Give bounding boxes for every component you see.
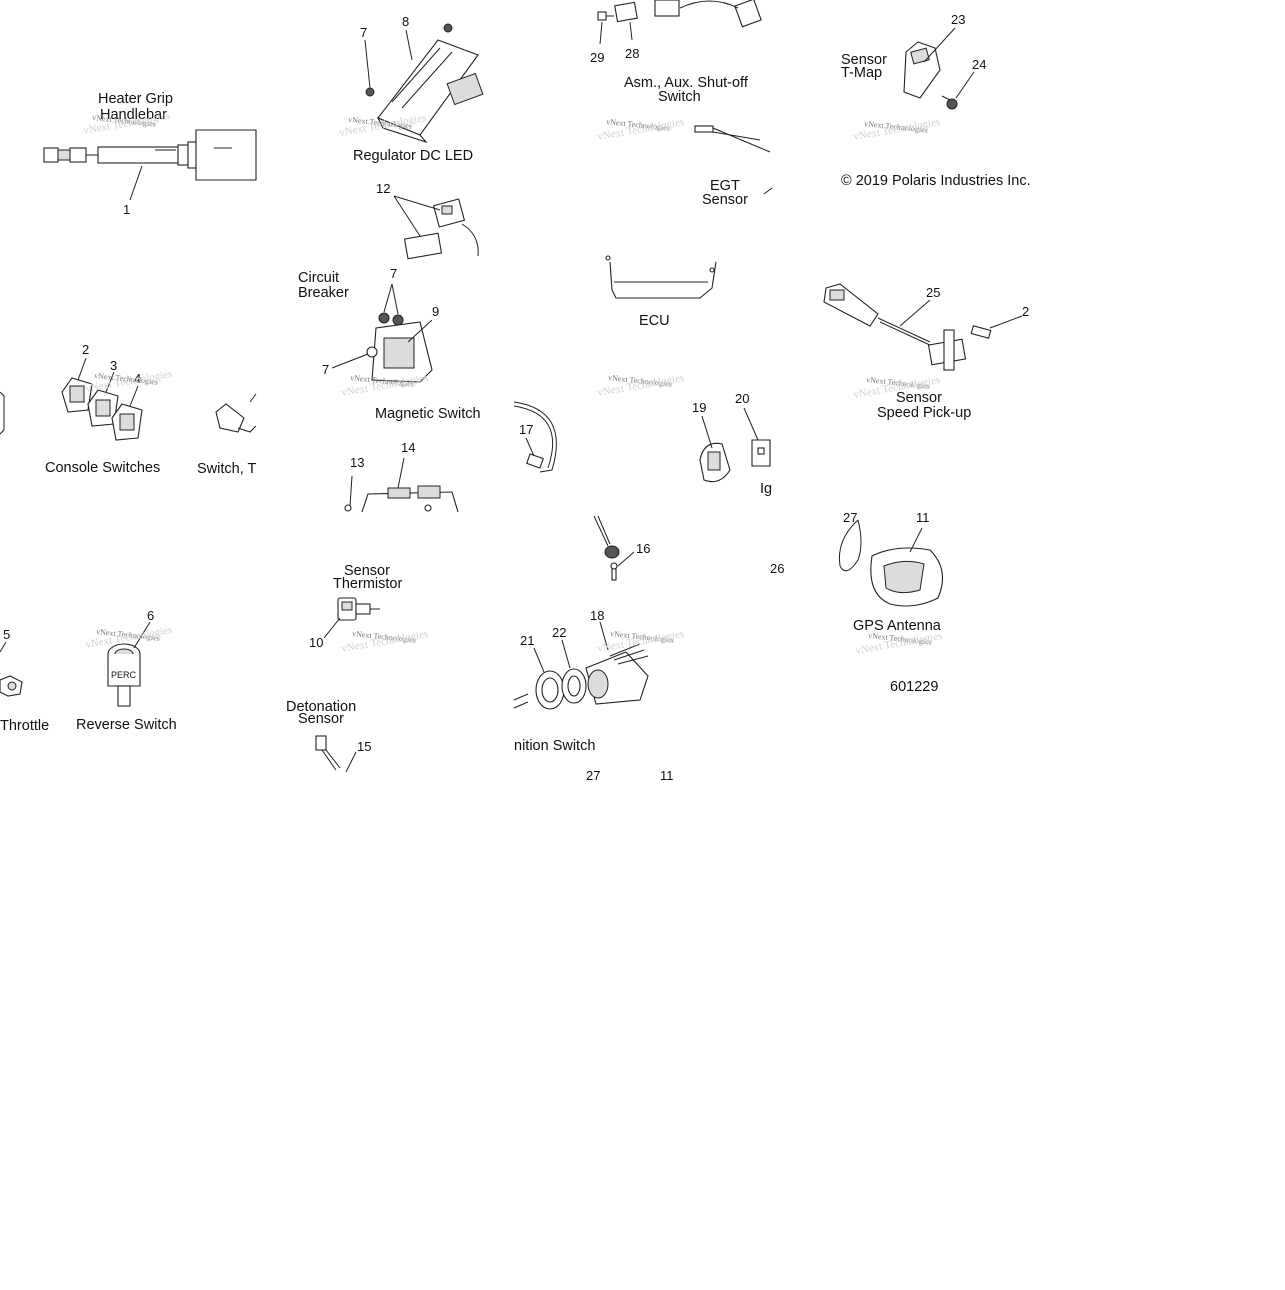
ecu-label: ECU <box>639 313 670 329</box>
sensor-part-16 <box>593 515 635 581</box>
circuit-breaker-label-2: Breaker <box>298 285 349 301</box>
callout-2b: 2 <box>1022 304 1029 319</box>
callout-27b: 27 <box>586 768 600 783</box>
callout-22: 22 <box>552 625 566 640</box>
callout-9: 9 <box>432 304 439 319</box>
thermistor-label-2: Thermistor <box>333 576 402 592</box>
switch-t-part <box>215 393 257 433</box>
callout-26: 26 <box>770 561 784 576</box>
callout-6: 6 <box>147 608 154 623</box>
callout-16: 16 <box>636 541 650 556</box>
callout-15: 15 <box>357 739 371 754</box>
callout-25: 25 <box>926 285 940 300</box>
ignition-switch-label: nition Switch <box>514 738 595 754</box>
watermarks: vNext Technologies vNext Technologies vN… <box>82 110 943 657</box>
aux-shutoff-label-2: Switch <box>658 89 701 105</box>
callout-24: 24 <box>972 57 986 72</box>
magnetic-switch-label: Magnetic Switch <box>375 406 481 422</box>
ecu-part <box>605 255 717 299</box>
callout-28: 28 <box>625 46 639 61</box>
callout-7a: 7 <box>360 25 367 40</box>
handlebar-label: Handlebar <box>100 107 167 123</box>
egt-label-1: EGT <box>710 178 740 194</box>
thermistor-part <box>323 597 380 639</box>
callout-20: 20 <box>735 391 749 406</box>
callout-7c: 7 <box>322 362 329 377</box>
sensor-tmap-label-2: T-Map <box>841 65 882 81</box>
ignition-switch-part <box>513 621 649 710</box>
callout-23: 23 <box>951 12 965 27</box>
connector-part-12 <box>393 195 479 260</box>
gps-antenna-label: GPS Antenna <box>853 618 942 634</box>
diagram-id: 601229 <box>890 679 938 695</box>
callout-14: 14 <box>401 440 415 455</box>
sensor-tmap-label-1: Sensor <box>841 52 887 68</box>
throttle-label: Throttle <box>0 718 49 734</box>
callout-7b: 7 <box>390 266 397 281</box>
speed-pickup-part <box>823 283 1023 371</box>
regulator-part <box>364 23 484 144</box>
ignition-key-part <box>699 407 771 483</box>
switch-t-label: Switch, T <box>197 461 257 477</box>
throttle-part <box>0 641 23 697</box>
callout-1: 1 <box>123 202 130 217</box>
copyright-text: © 2019 Polaris Industries Inc. <box>841 173 1031 189</box>
detonation-label-2: Sensor <box>298 711 344 727</box>
heater-grip-part <box>43 129 257 201</box>
callout-4: 4 <box>134 371 141 386</box>
callout-12: 12 <box>376 181 390 196</box>
detonation-label-1: Detonation <box>286 699 356 715</box>
callout-5: 5 <box>3 627 10 642</box>
circuit-breaker-label-1: Circuit <box>298 270 339 286</box>
reverse-switch-label: Reverse Switch <box>76 717 177 733</box>
aux-shutoff-label-1: Asm., Aux. Shut-off <box>624 75 749 91</box>
callout-11b: 11 <box>660 768 674 783</box>
callout-27a: 27 <box>843 510 857 525</box>
egt-sensor-part <box>694 125 773 195</box>
aux-shutoff-part <box>597 0 762 45</box>
callout-8: 8 <box>402 14 409 29</box>
speed-pickup-label-2: Speed Pick-up <box>877 405 971 421</box>
callout-17: 17 <box>519 422 533 437</box>
reverse-switch-part <box>107 621 151 707</box>
callout-13: 13 <box>350 455 364 470</box>
regulator-label: Regulator DC LED <box>353 148 473 164</box>
thermistor-label-1: Sensor <box>344 563 390 579</box>
callout-2: 2 <box>82 342 89 357</box>
ig-label: Ig <box>760 481 772 497</box>
callout-19: 19 <box>692 400 706 415</box>
sensor-part-17 <box>513 401 557 473</box>
module-part-14 <box>344 457 459 513</box>
gps-antenna-part <box>838 519 944 607</box>
callout-29: 29 <box>590 50 604 65</box>
detonation-sensor-part <box>315 735 357 773</box>
console-switches-label: Console Switches <box>45 460 160 476</box>
callout-18: 18 <box>590 608 604 623</box>
callout-3: 3 <box>110 358 117 373</box>
magnetic-switch-part <box>331 283 433 383</box>
sensor-tmap-part <box>903 27 975 110</box>
console-switches-part <box>0 357 143 441</box>
callout-21: 21 <box>520 633 534 648</box>
heater-grip-label: Heater Grip <box>98 91 173 107</box>
egt-label-2: Sensor <box>702 192 748 208</box>
callout-10: 10 <box>309 635 323 650</box>
perc-badge: PERC <box>111 670 137 680</box>
speed-pickup-label-1: Sensor <box>896 390 942 406</box>
callout-11a: 11 <box>916 510 930 525</box>
